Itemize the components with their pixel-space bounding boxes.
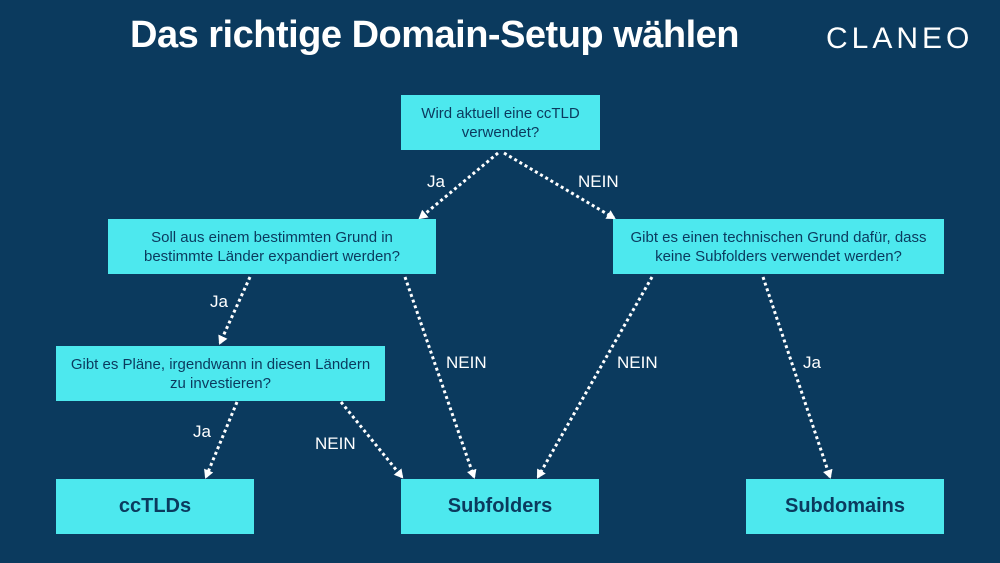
- edge-label-q2-ja: Ja: [210, 292, 228, 311]
- question-node-cctld: Wird aktuell eine ccTLD verwendet?: [401, 95, 600, 150]
- edge-label-q3-nein: NEIN: [617, 353, 658, 372]
- result-node-subdomains: Subdomains: [746, 479, 944, 534]
- edge-label-q1-ja: Ja: [427, 172, 445, 191]
- edge-label-q4-nein: NEIN: [315, 434, 356, 453]
- result-node-cctlds: ccTLDs: [56, 479, 254, 534]
- question-node-investment: Gibt es Pläne, irgendwann in diesen Länd…: [56, 346, 385, 401]
- arrow-q3-ja: [761, 276, 833, 479]
- arrow-q4-ja: [204, 401, 239, 479]
- edge-label-q3-ja: Ja: [803, 353, 821, 372]
- page-title: Das richtige Domain-Setup wählen: [130, 14, 740, 56]
- arrow-q2-ja: [218, 276, 252, 345]
- claneo-logo: CLANEO: [826, 22, 974, 55]
- arrow-q3-nein: [536, 276, 654, 479]
- question-node-expansion: Soll aus einem bestimmten Grund in besti…: [108, 219, 436, 274]
- edge-label-q1-nein: NEIN: [578, 172, 619, 191]
- edge-label-q4-ja: Ja: [193, 422, 211, 441]
- question-node-technical-reason: Gibt es einen technischen Grund dafür, d…: [613, 219, 944, 274]
- edge-label-q2-nein: NEIN: [446, 353, 487, 372]
- arrow-q1-ja: [418, 151, 499, 220]
- arrow-q2-nein: [403, 276, 477, 479]
- result-node-subfolders: Subfolders: [401, 479, 599, 534]
- arrow-q4-nein: [339, 401, 404, 479]
